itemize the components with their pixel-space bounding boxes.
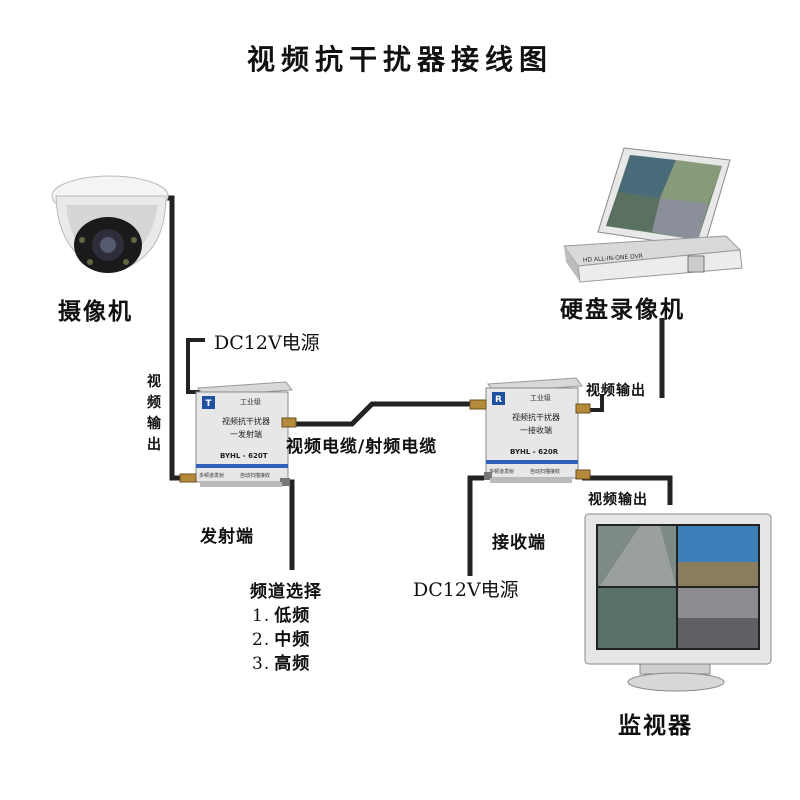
vertical-char: 出	[147, 437, 161, 453]
receiver-tag-badge	[492, 392, 505, 405]
dvr-label: 硬盘录像机	[560, 297, 685, 323]
vertical-char: 输	[147, 416, 161, 432]
transmitter-caption: 发射端	[200, 527, 254, 547]
camera-video-cable	[167, 195, 182, 481]
vertical-char: 视	[147, 374, 161, 390]
monitor-label: 监视器	[618, 713, 693, 739]
channel-select-cable	[284, 479, 295, 570]
receiver-name-2: 一接收端	[520, 425, 552, 435]
receiver-name-1: 视频抗干扰器	[512, 412, 560, 422]
channel-option-text: 中频	[274, 630, 311, 650]
transmitter-grade: 工业级	[240, 397, 261, 406]
monitor-video-out-label: 视频输出	[588, 492, 648, 508]
coax-cable-label: 视频电缆/射频电缆	[286, 437, 438, 457]
coax-link-cable	[294, 401, 470, 427]
dvr-video-out-label: 视频输出	[586, 383, 646, 399]
transmitter-name-1: 视频抗干扰器	[222, 416, 270, 426]
monitor-icon	[584, 513, 772, 692]
channel-option-number: 3.	[252, 654, 271, 674]
transmitter-model: BYHL - 620T	[220, 452, 268, 460]
dvr-panel-text: HD ALL-IN-ONE DVR	[583, 253, 644, 264]
receiver-foot-left: 多频道发射	[489, 468, 514, 475]
transmitter-tag: T	[205, 399, 212, 409]
channel-option-mid: 2.中频	[252, 625, 310, 650]
receiver-tag: R	[495, 395, 502, 405]
channel-option-number: 1.	[252, 606, 271, 626]
dome-camera-icon	[51, 175, 169, 273]
channel-option-number: 2.	[252, 630, 271, 650]
page-title: 视频抗干扰器接线图	[246, 43, 553, 76]
channel-select-heading: 频道选择	[250, 582, 322, 602]
receiver-power-cable	[467, 475, 484, 576]
channel-option-text: 高频	[274, 654, 311, 674]
channel-option-text: 低频	[274, 606, 311, 626]
receiver-model: BYHL - 620R	[510, 448, 559, 456]
receiver-power-label: DC12V电源	[413, 579, 519, 601]
transmitter-foot-left: 多频道发射	[199, 472, 224, 479]
camera-video-out-label: 视 频 输 出	[143, 372, 165, 456]
transmitter-foot-right: 自动扫描接收	[240, 472, 270, 479]
channel-option-high: 3.高频	[252, 649, 310, 674]
receiver-grade: 工业级	[530, 393, 551, 402]
transmitter-power-cable	[186, 338, 205, 394]
receiver-caption: 接收端	[492, 533, 546, 553]
channel-option-low: 1.低频	[252, 601, 310, 626]
receiver-device: R 工业级 视频抗干扰器 一接收端 BYHL - 620R 多频道发射 自动扫描…	[469, 377, 591, 483]
transmitter-tag-badge	[202, 396, 215, 409]
transmitter-power-label: DC12V电源	[214, 332, 320, 354]
vertical-char: 频	[147, 395, 161, 411]
transmitter-device: T 工业级 视频抗干扰器 一发射端 BYHL - 620T 多频道发射 自动扫描…	[179, 381, 297, 487]
dvr-icon: HD ALL-IN-ONE DVR	[563, 147, 743, 283]
monitor-video-cable	[582, 475, 673, 505]
transmitter-name-2: 一发射端	[230, 429, 262, 439]
receiver-foot-right: 自动扫描接收	[530, 468, 560, 475]
camera-label: 摄像机	[58, 299, 133, 325]
